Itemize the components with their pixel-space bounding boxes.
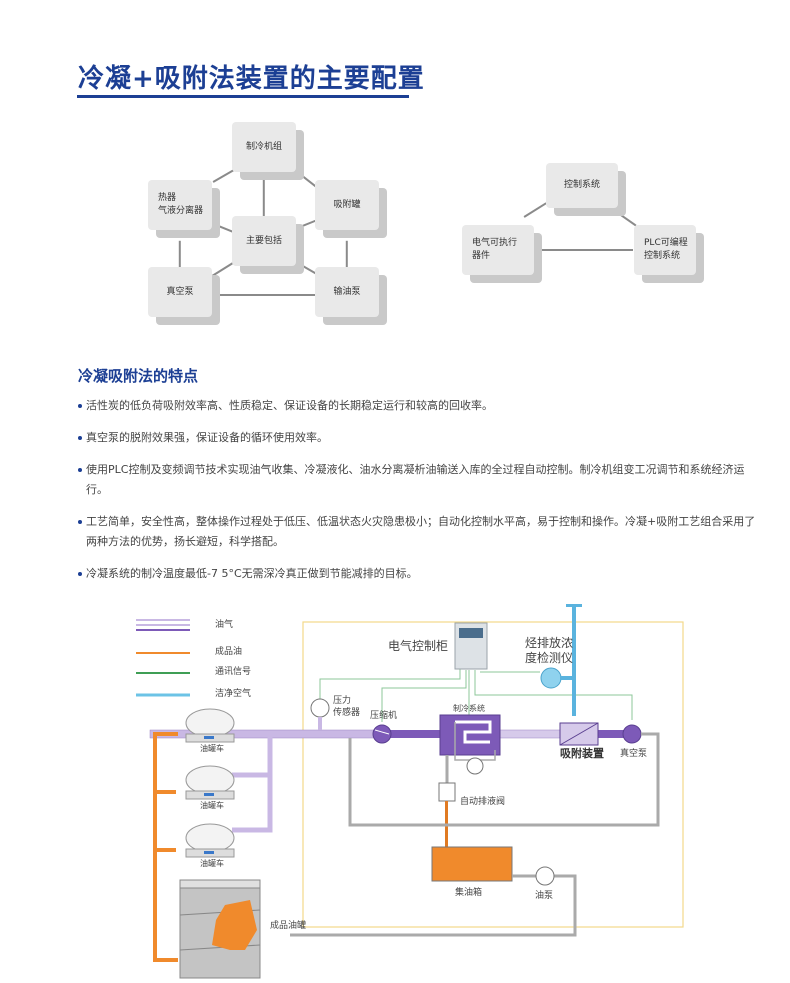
pressure-sensor	[310, 698, 330, 718]
label-refrigeration-system: 制冷系统	[453, 704, 485, 713]
label-oil-collection-tank: 集油箱	[455, 888, 483, 898]
legend-oil-vapor-line	[136, 619, 190, 631]
node-center: 主要包括	[232, 216, 304, 274]
connector	[523, 202, 547, 218]
node-oil-pump: 输油泵	[315, 267, 387, 325]
label-pressure-sensor: 压力 传感器	[333, 696, 361, 718]
equipment-boundary	[302, 621, 684, 928]
label-compressor: 压缩机	[370, 711, 398, 721]
node-plc: PLC可编程 控制系统	[634, 225, 704, 283]
compressor	[372, 724, 392, 744]
legend-label-oil-vapor: 油气	[215, 620, 234, 630]
main-config-diagram: 制冷机组 热器 气液分离器 吸附罐 主要包括 真空泵 输油泵	[0, 0, 420, 340]
tanker-truck-2	[185, 765, 235, 800]
auto-drain-valve	[438, 782, 456, 802]
feature-item: 真空泵的脱附效果强，保证设备的循环使用效率。	[78, 428, 758, 448]
node-electrical-actuators: 电气可执行 器件	[462, 225, 542, 283]
node-control-system: 控制系统	[546, 163, 626, 216]
label-tanker-truck: 油罐车	[200, 801, 224, 810]
product-oil-tank	[179, 879, 261, 979]
vacuum-pump	[622, 724, 642, 744]
label-hydrocarbon-detector: 烃排放浓 度检测仪	[525, 636, 574, 665]
label-vacuum-pump: 真空泵	[620, 749, 648, 759]
node-vacuum-pump: 真空泵	[148, 267, 220, 325]
node-separator: 热器 气液分离器	[148, 180, 220, 238]
process-diagram: 油气 成品油 通讯信号 洁净空气 电气控制柜 烃排放浓 度检测仪 压力 传感器 …	[120, 600, 700, 980]
node-refrigeration-unit: 制冷机组	[232, 122, 304, 180]
feature-item: 使用PLC控制及变频调节技术实现油气收集、冷凝液化、油水分离凝析油输送入库的全过…	[78, 460, 758, 500]
features-list: 活性炭的低负荷吸附效率高、性质稳定、保证设备的长期稳定运行和较高的回收率。 真空…	[78, 396, 758, 596]
tanker-truck-3	[185, 823, 235, 858]
label-oil-pump: 油泵	[535, 891, 554, 901]
label-control-cabinet: 电气控制柜	[388, 639, 449, 653]
node-adsorption-tank: 吸附罐	[315, 180, 387, 238]
legend-label-product-oil: 成品油	[215, 647, 243, 657]
connector	[536, 249, 633, 251]
feature-item: 活性炭的低负荷吸附效率高、性质稳定、保证设备的长期稳定运行和较高的回收率。	[78, 396, 758, 416]
legend-label-signal: 通讯信号	[215, 667, 252, 677]
clean-air-stack	[572, 606, 576, 716]
label-tanker-truck: 油罐车	[200, 744, 224, 753]
label-auto-drain-valve: 自动排液阀	[460, 797, 506, 807]
legend-label-clean-air: 洁净空气	[215, 689, 252, 699]
control-diagram: 控制系统 电气可执行 器件 PLC可编程 控制系统	[0, 0, 790, 340]
oil-collection-tank	[431, 846, 513, 882]
features-title: 冷凝吸附法的特点	[78, 367, 199, 385]
connector	[212, 294, 318, 296]
tanker-truck-1	[185, 708, 235, 743]
label-product-oil-tank: 成品油罐	[270, 921, 307, 931]
feature-item: 工艺简单，安全性高，整体操作过程处于低压、低温状态火灾隐患极小；自动化控制水平高…	[78, 512, 758, 552]
oil-pump	[535, 866, 555, 886]
signal-lines	[319, 668, 633, 722]
label-adsorption-device: 吸附装置	[560, 747, 604, 760]
hydrocarbon-detector	[540, 667, 562, 689]
feature-item: 冷凝系统的制冷温度最低-7 5°C无需深冷真正做到节能减排的目标。	[78, 564, 758, 584]
process-drawing	[136, 604, 684, 979]
title-underline	[77, 95, 409, 98]
page-title: 冷凝+吸附法装置的主要配置	[78, 64, 425, 94]
label-tanker-truck: 油罐车	[200, 859, 224, 868]
